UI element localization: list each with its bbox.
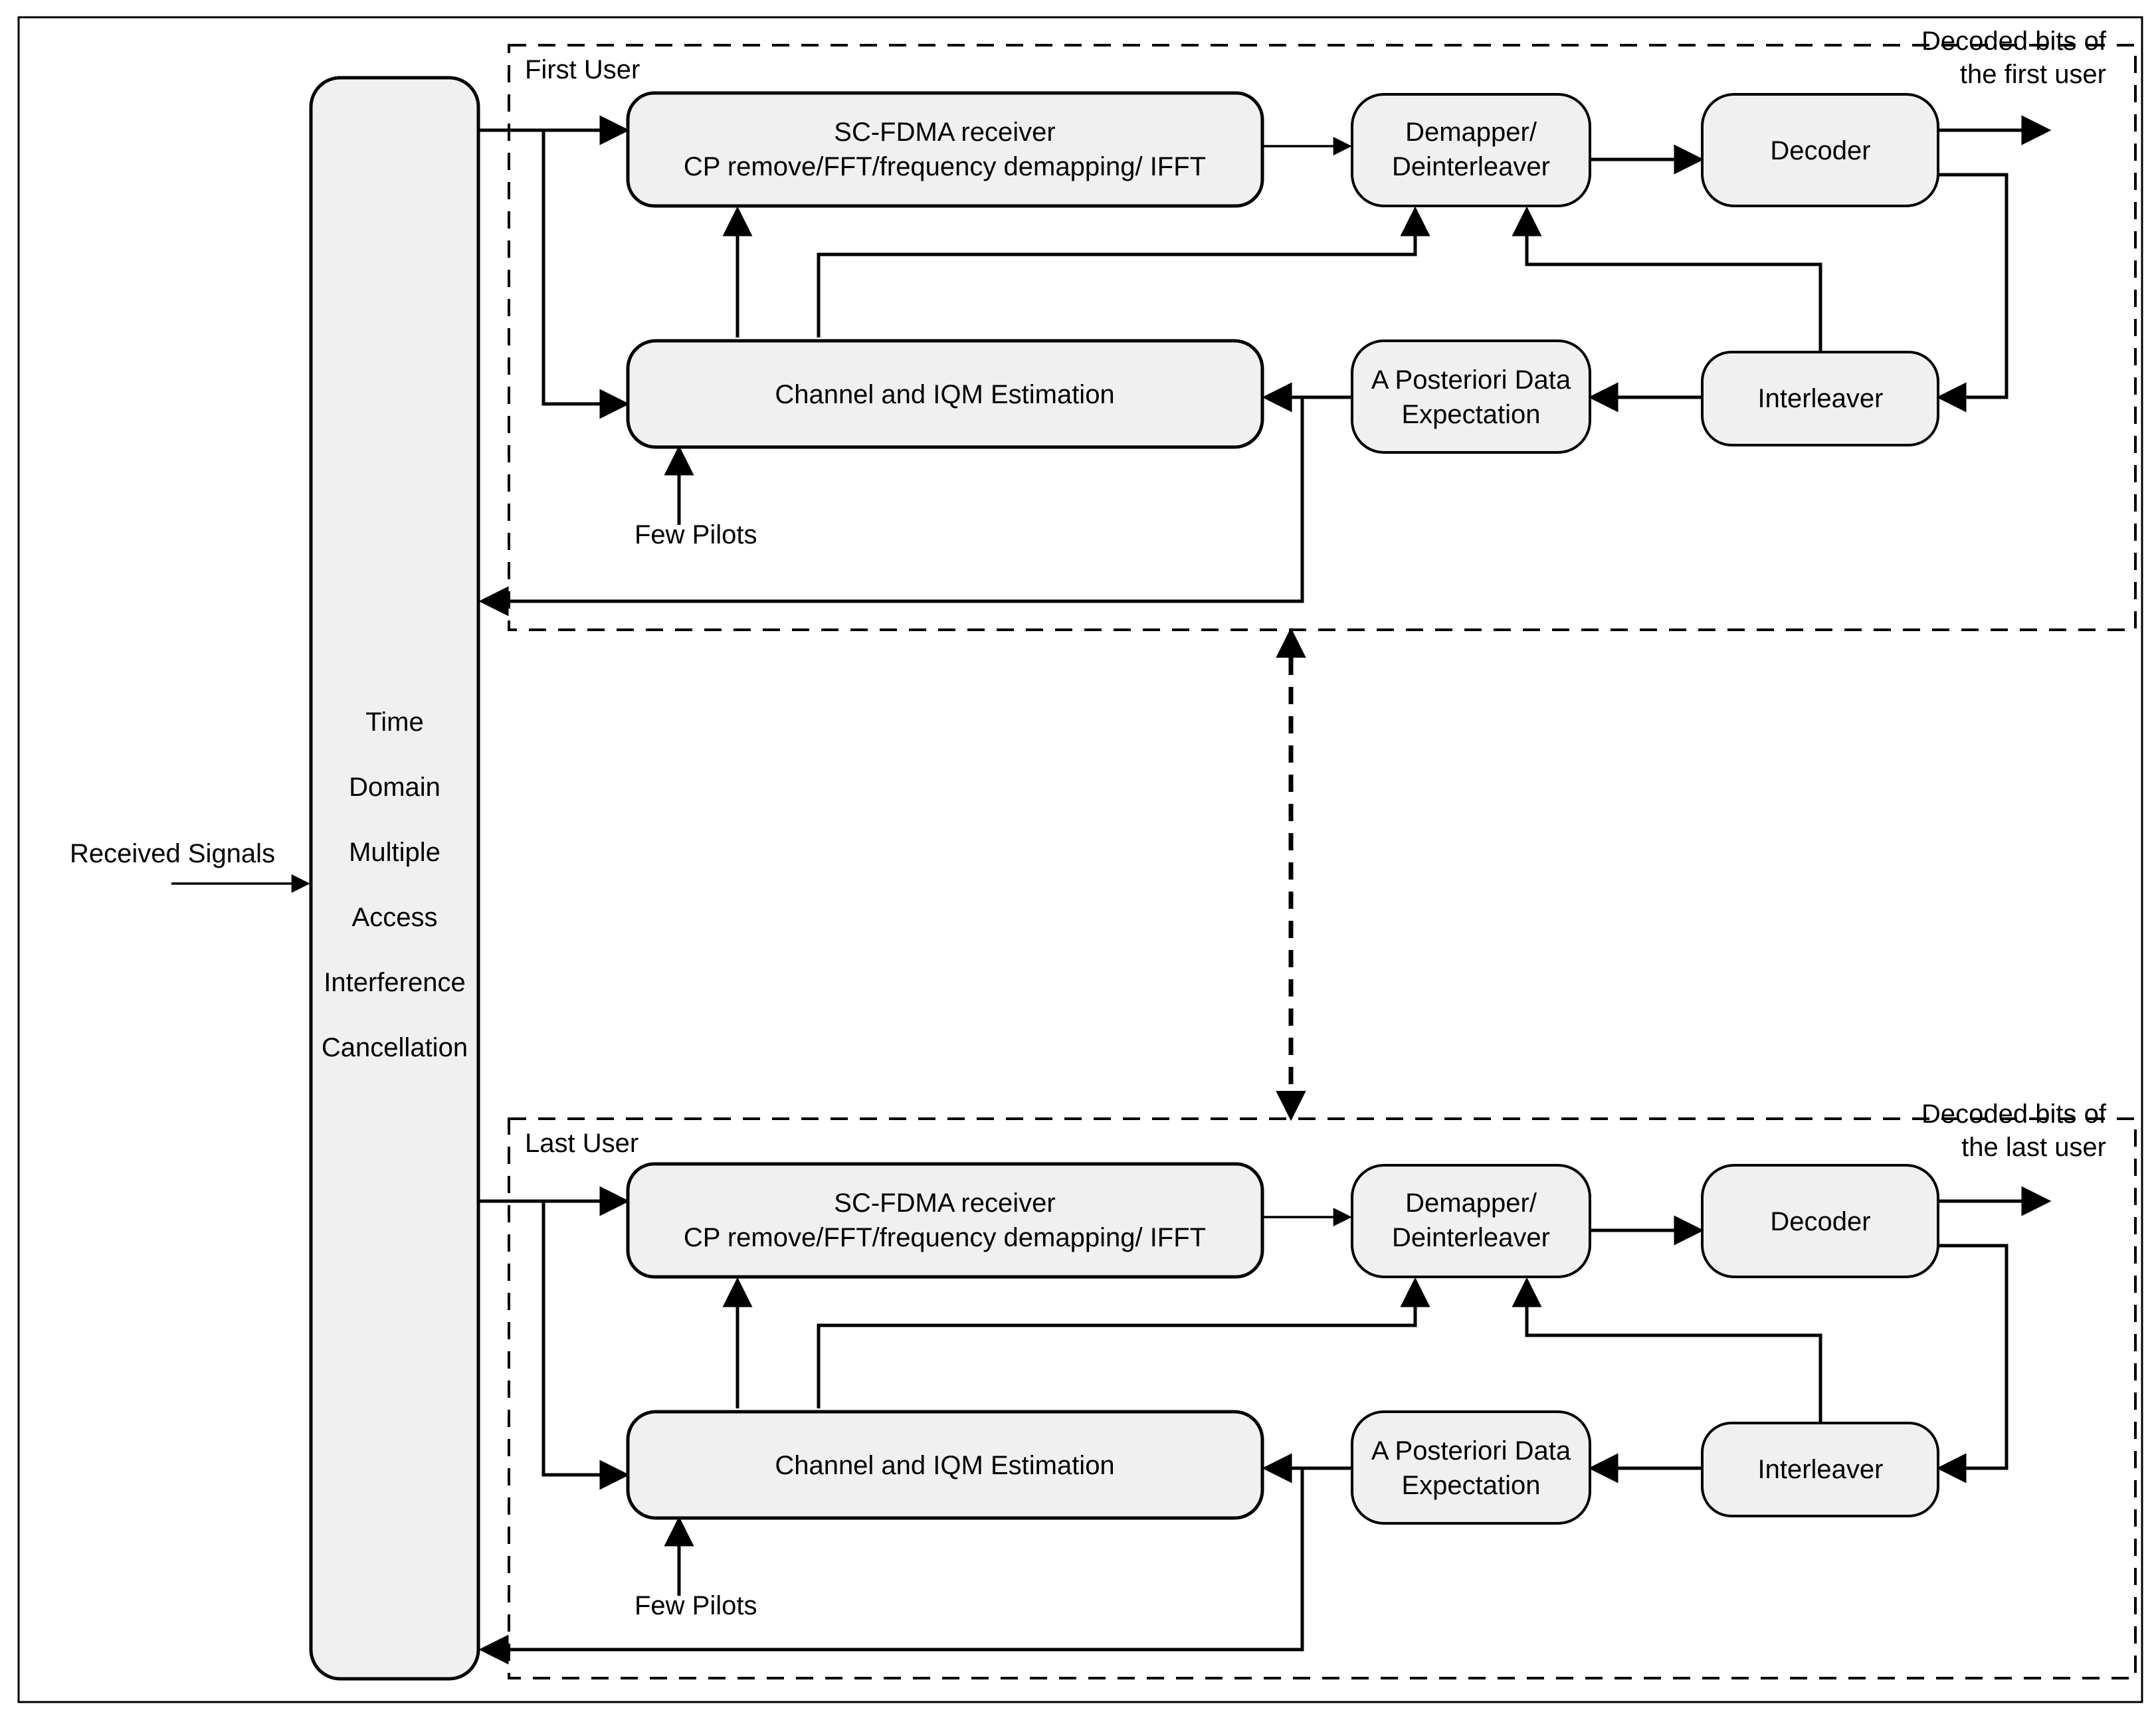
first-user-apde-line-1: A Posteriori Data	[1371, 365, 1571, 395]
last-user-demapper-deinterleaver-block[interactable]	[1351, 1164, 1591, 1278]
first-user-sc-fdma-receiver-block[interactable]	[626, 91, 1264, 208]
first-user-dashed-boundary	[508, 44, 2137, 631]
first-user-wire-tdmaic-to-channel-est	[541, 130, 630, 419]
first-user-output-label-line-1: Decoded bits of	[1921, 27, 2107, 56]
last-user-channel-est-label: Channel and IQM Estimation	[775, 1451, 1114, 1480]
last-user-wire-interleaver-to-demapper	[1512, 1277, 1822, 1423]
first-user-demapper-line-1: Demapper/	[1405, 118, 1537, 147]
last-user-group: Last User SC-FDMA receiver CP remove/FFT…	[478, 1099, 2137, 1679]
tdmaic-line-1: Domain	[349, 773, 441, 802]
first-user-channel-est-label: Channel and IQM Estimation	[775, 380, 1114, 409]
last-user-demapper-line-1: Demapper/	[1405, 1189, 1537, 1218]
tdmaic-block[interactable]	[309, 76, 480, 1681]
first-user-group: First User SC-FDMA receiver CP remove/FF…	[478, 27, 2137, 631]
last-user-sc-fdma-line-1: SC-FDMA receiver	[834, 1189, 1055, 1218]
last-user-sc-fdma-receiver-block[interactable]	[626, 1162, 1264, 1279]
last-user-interleaver-label: Interleaver	[1758, 1455, 1884, 1484]
last-user-sc-fdma-line-2: CP remove/FFT/frequency demapping/ IFFT	[684, 1223, 1206, 1252]
first-user-demapper-line-2: Deinterleaver	[1392, 152, 1550, 181]
first-user-demapper-deinterleaver-block[interactable]	[1351, 93, 1591, 207]
tdmaic-line-5: Cancellation	[322, 1033, 468, 1062]
received-signals-label: Received Signals	[70, 839, 275, 868]
first-user-decoder-label: Decoder	[1770, 136, 1870, 165]
first-user-few-pilots-label: Few Pilots	[635, 520, 757, 549]
tdmaic-line-0: Time	[365, 708, 423, 737]
first-user-wire-interleaver-to-demapper	[1512, 206, 1822, 352]
last-user-demapper-line-2: Deinterleaver	[1392, 1223, 1550, 1252]
last-user-aposteriori-data-expectation-block[interactable]	[1351, 1410, 1591, 1525]
last-user-output-label-line-2: the last user	[1961, 1133, 2106, 1162]
first-user-apde-line-2: Expectation	[1401, 400, 1540, 429]
last-user-few-pilots-label: Few Pilots	[635, 1591, 757, 1620]
last-user-wire-tdmaic-to-channel-est	[541, 1201, 630, 1490]
last-user-apde-line-1: A Posteriori Data	[1371, 1436, 1571, 1466]
last-user-apde-line-2: Expectation	[1401, 1471, 1540, 1500]
first-user-output-label-line-2: the first user	[1960, 60, 2106, 89]
last-user-decoder-label: Decoder	[1770, 1207, 1870, 1236]
first-user-wire-decoder-to-interleaver	[1936, 173, 2009, 413]
last-user-output-label-line-1: Decoded bits of	[1921, 1099, 2107, 1129]
first-user-label: First User	[525, 55, 640, 84]
last-user-dashed-boundary	[508, 1117, 2137, 1679]
last-user-label: Last User	[525, 1129, 638, 1158]
first-user-interleaver-label: Interleaver	[1758, 384, 1884, 413]
tdmaic-line-4: Interference	[324, 968, 465, 997]
first-user-aposteriori-data-expectation-block[interactable]	[1351, 339, 1591, 454]
first-user-wire-apde-to-tdmaic	[478, 397, 1304, 617]
tdmaic-line-3: Access	[352, 903, 438, 932]
first-user-wire-channel-est-to-demapper	[817, 206, 1430, 337]
first-user-sc-fdma-line-2: CP remove/FFT/frequency demapping/ IFFT	[684, 152, 1206, 181]
last-user-wire-channel-est-to-demapper	[817, 1277, 1430, 1408]
page-frame	[17, 16, 2143, 1703]
tdmaic-line-2: Multiple	[349, 838, 441, 867]
first-user-sc-fdma-line-1: SC-FDMA receiver	[834, 118, 1055, 147]
last-user-wire-apde-to-tdmaic	[478, 1468, 1304, 1665]
last-user-wire-decoder-to-interleaver	[1936, 1244, 2009, 1483]
